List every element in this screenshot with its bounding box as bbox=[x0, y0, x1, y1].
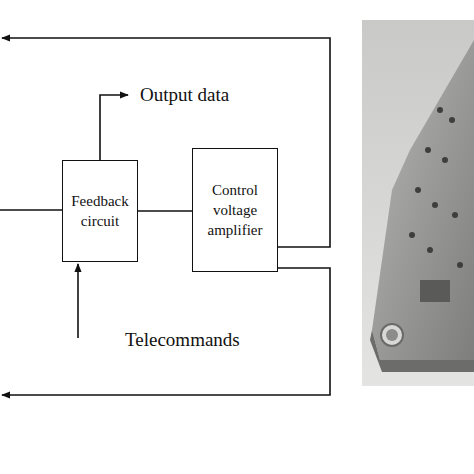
signal-label: Output data bbox=[140, 84, 229, 106]
device-photo bbox=[362, 20, 474, 386]
connectors bbox=[138, 211, 192, 212]
bore-inner bbox=[386, 329, 398, 341]
input-line bbox=[0, 209, 62, 211]
telecommand-arrow bbox=[77, 264, 79, 338]
signal-lines bbox=[0, 38, 330, 395]
feedback-loop-top bbox=[2, 38, 330, 247]
plate-holes bbox=[409, 107, 463, 302]
bore bbox=[381, 324, 403, 346]
feedback-loop-bottom bbox=[2, 268, 330, 395]
signal-label: Telecommands bbox=[125, 329, 240, 351]
box-label: Control voltage amplifier bbox=[193, 178, 277, 243]
process-box: Control voltage amplifier bbox=[192, 148, 278, 272]
photo-background bbox=[362, 20, 474, 386]
process-box: Feedback circuit bbox=[62, 160, 138, 262]
connector bbox=[138, 210, 192, 212]
box-label: Feedback circuit bbox=[63, 189, 137, 234]
metal-plate bbox=[372, 40, 474, 360]
output-arrow bbox=[100, 95, 128, 160]
